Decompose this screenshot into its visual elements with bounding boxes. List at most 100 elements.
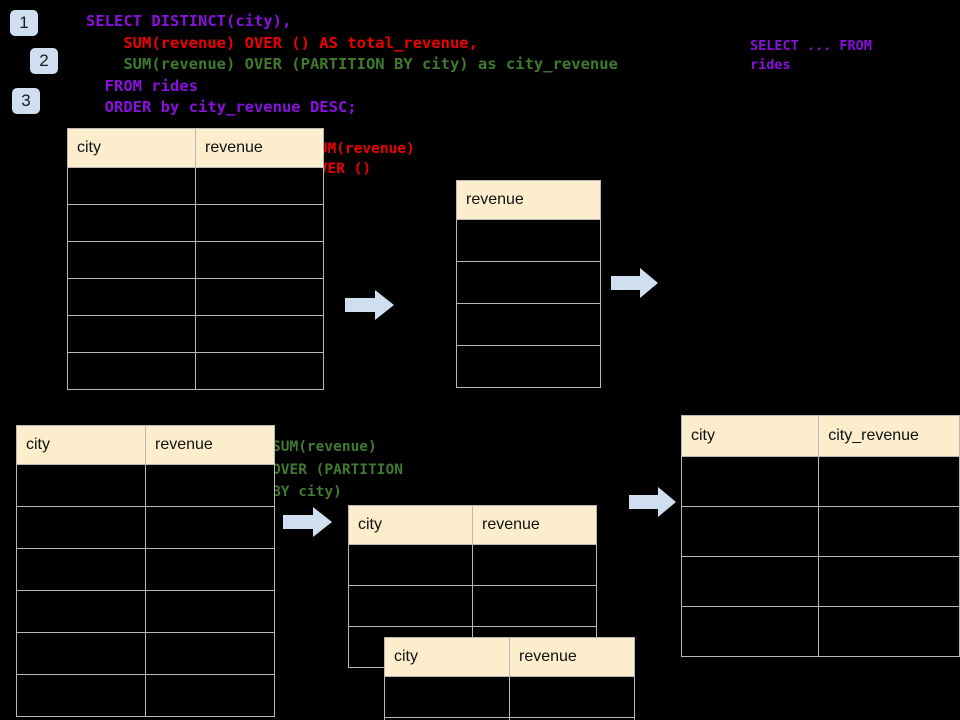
cell — [818, 606, 960, 657]
cell — [456, 261, 601, 304]
annotation-select-from-line2: rides — [750, 57, 791, 73]
cell — [145, 548, 275, 591]
table-row — [67, 278, 324, 316]
column-header-revenue: revenue — [509, 637, 635, 677]
column-header-revenue: revenue — [456, 180, 601, 220]
table-row — [16, 632, 275, 675]
table-row — [384, 676, 635, 718]
cell — [384, 676, 510, 718]
cell — [509, 676, 635, 718]
cell — [472, 544, 597, 586]
table-row — [16, 590, 275, 633]
arrow-right-icon — [283, 507, 332, 537]
annotation-sum-part-line1: SUM(revenue) — [272, 439, 377, 455]
arrow-right-icon — [611, 268, 658, 298]
result-table: city city_revenue — [680, 415, 960, 657]
cell — [145, 674, 275, 717]
cell — [456, 219, 601, 262]
total-revenue-table: revenue — [456, 180, 601, 388]
sql-line-sum-over-partition: SUM(revenue) OVER (PARTITION BY city) as… — [123, 55, 618, 73]
cell — [16, 506, 146, 549]
table-row — [680, 456, 960, 507]
sql-code-block: SELECT DISTINCT(city), SUM(revenue) OVER… — [86, 11, 618, 119]
cell — [348, 585, 473, 627]
step-badge-1[interactable]: 1 — [10, 10, 38, 36]
table-row — [16, 674, 275, 717]
cell — [472, 585, 597, 627]
sql-line-select: SELECT DISTINCT(city), — [86, 12, 292, 30]
sql-line-from: FROM rides — [104, 76, 198, 95]
table-header-row: city city_revenue — [680, 415, 960, 457]
cell — [145, 632, 275, 675]
cell — [195, 167, 324, 205]
table-row — [67, 241, 324, 279]
table-row — [456, 261, 601, 304]
table-row — [16, 464, 275, 507]
column-header-city-revenue: city_revenue — [818, 415, 960, 457]
cell — [195, 352, 324, 390]
cell — [145, 590, 275, 633]
cell — [16, 632, 146, 675]
table-row — [456, 303, 601, 346]
cell — [67, 167, 196, 205]
table-row — [348, 544, 597, 586]
table-row — [680, 506, 960, 557]
table-row — [456, 219, 601, 262]
cell — [67, 278, 196, 316]
table-row — [67, 352, 324, 390]
table-row — [384, 717, 635, 720]
cell — [145, 464, 275, 507]
column-header-revenue: revenue — [472, 505, 597, 545]
partition-group-b-table: city revenue — [384, 637, 635, 720]
table-row — [16, 548, 275, 591]
cell — [67, 315, 196, 353]
cell — [456, 303, 601, 346]
table-row — [67, 204, 324, 242]
table-header-row: city revenue — [384, 637, 635, 677]
cell — [195, 278, 324, 316]
column-header-city: city — [348, 505, 473, 545]
sql-line-order-by: ORDER by city_revenue DESC; — [104, 98, 357, 116]
cell — [67, 241, 196, 279]
table-header-row: revenue — [456, 180, 601, 220]
column-header-revenue: revenue — [145, 425, 275, 465]
table-header-row: city revenue — [16, 425, 275, 465]
cell — [818, 556, 960, 607]
cell — [195, 204, 324, 242]
table-header-row: city revenue — [348, 505, 597, 545]
column-header-city: city — [67, 128, 196, 168]
sql-line-sum-over-empty: SUM(revenue) OVER () AS total_revenue, — [123, 33, 478, 52]
cell — [680, 506, 820, 557]
table-row — [680, 556, 960, 607]
cell — [818, 506, 960, 557]
arrow-right-icon — [345, 290, 394, 320]
cell — [195, 241, 324, 279]
cell — [456, 345, 601, 388]
table-row — [348, 585, 597, 627]
cell — [67, 352, 196, 390]
step-badge-3[interactable]: 3 — [12, 88, 40, 114]
column-header-city: city — [384, 637, 510, 677]
table-row — [67, 315, 324, 353]
annotation-sum-part-line2: OVER (PARTITION — [272, 461, 403, 478]
annotation-sum-over-line1: SUM(revenue) — [310, 141, 415, 157]
rides-source-table-2: city revenue — [16, 425, 275, 717]
column-header-city: city — [680, 415, 820, 457]
table-row — [456, 345, 601, 388]
column-header-revenue: revenue — [195, 128, 324, 168]
table-row — [680, 606, 960, 657]
annotation-sum-over-partition: SUM(revenue) OVER (PARTITION BY city) — [272, 436, 403, 504]
annotation-select-from: SELECT ... FROM rides — [750, 37, 872, 75]
cell — [680, 556, 820, 607]
cell — [16, 590, 146, 633]
step-badge-2[interactable]: 2 — [30, 48, 58, 74]
annotation-select-from-line1: SELECT ... FROM — [750, 38, 872, 54]
column-header-city: city — [16, 425, 146, 465]
cell — [67, 204, 196, 242]
annotation-sum-over-empty: SUM(revenue) OVER () — [310, 139, 415, 179]
cell — [16, 464, 146, 507]
cell — [348, 544, 473, 586]
cell — [16, 548, 146, 591]
cell — [509, 717, 635, 720]
